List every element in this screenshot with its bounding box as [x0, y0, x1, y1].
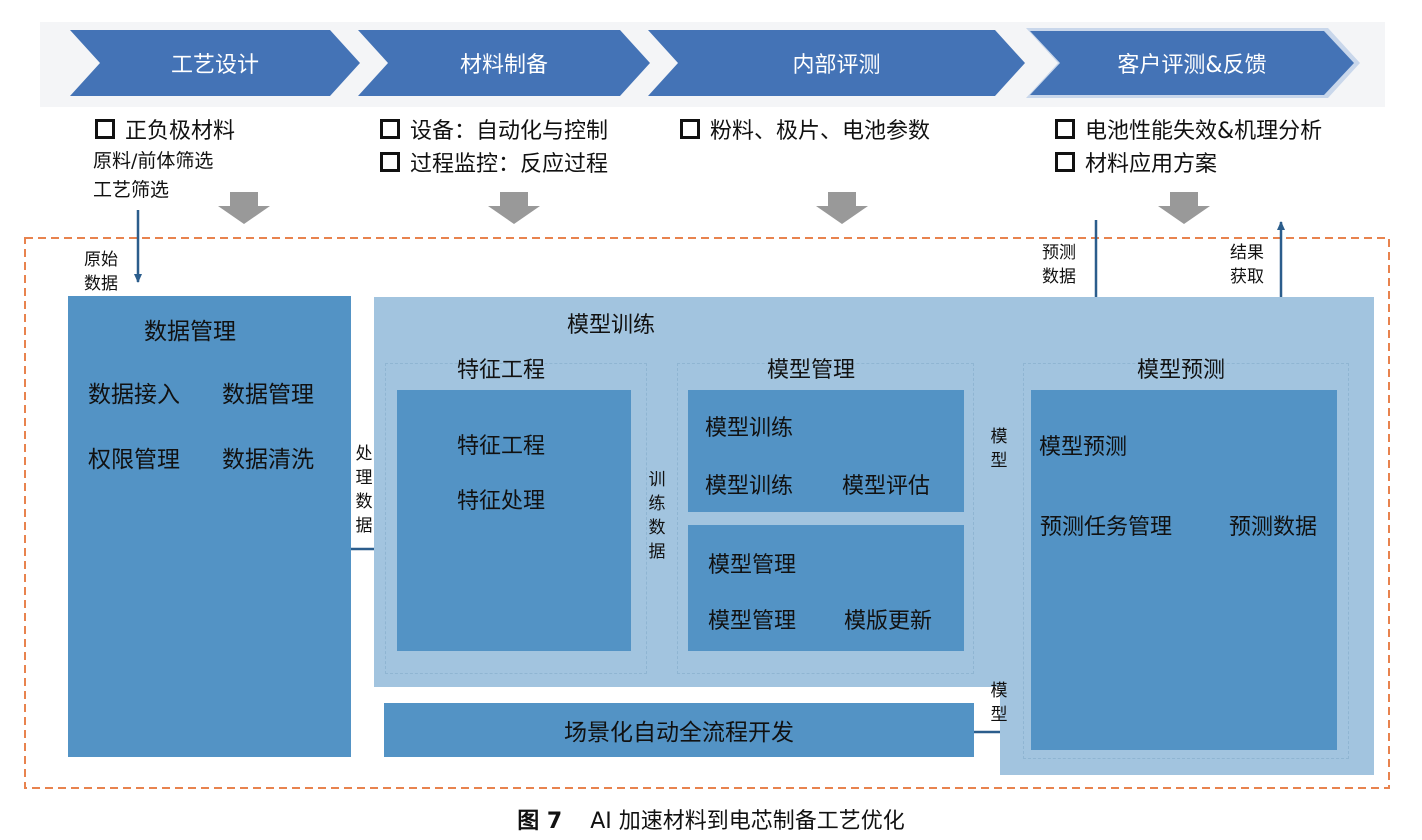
predict-item-data: 预测数据 [1229, 515, 1318, 540]
stage-label-1: 工艺设计 [170, 53, 259, 78]
stage4-bullet-2: 材料应用方案 [1055, 146, 1217, 178]
feature-item-engineering: 特征工程 [457, 434, 546, 459]
checkbox-icon [1055, 119, 1075, 139]
model-label-1: 模型 [990, 427, 1008, 471]
result-fetch-label: 结果获取 [1230, 243, 1264, 287]
model-predict-group [1023, 363, 1349, 759]
data-item-cleaning: 数据清洗 [222, 447, 314, 473]
scenario-bar: 场景化自动全流程开发 [384, 703, 974, 757]
model-train-item-train: 模型训练 [705, 474, 794, 499]
model-manage-item-manage: 模型管理 [708, 609, 797, 634]
data-item-access: 数据接入 [88, 382, 180, 408]
model-train-item-evaluate: 模型评估 [842, 474, 931, 499]
stage3-bullet-1: 粉料、极片、电池参数 [680, 113, 930, 145]
scenario-label: 场景化自动全流程开发 [564, 720, 794, 746]
predict-data-label: 预测数据 [1042, 243, 1076, 287]
model-manage-box [688, 525, 964, 651]
model-manage-box-title: 模型管理 [708, 553, 797, 578]
stage2-bullet-1: 设备：自动化与控制 [380, 113, 608, 145]
checkbox-icon [680, 119, 700, 139]
stage-label-2: 材料制备 [459, 53, 548, 78]
figure-caption: 图 7 AI 加速材料到电芯制备工艺优化 [0, 803, 1422, 835]
data-management-panel [68, 296, 351, 757]
model-predict-group-title: 模型预测 [1137, 358, 1226, 383]
stage1-bullet: 正负极材料 [95, 113, 235, 145]
raw-data-label: 原始数据 [84, 250, 118, 294]
data-item-permission: 权限管理 [88, 447, 180, 473]
stage2-bullet-2-text: 过程监控：反应过程 [410, 152, 609, 177]
data-item-management: 数据管理 [222, 382, 314, 408]
gray-arrow-2 [488, 192, 540, 224]
process-data-label: 处理数据 [355, 444, 373, 536]
data-management-title: 数据管理 [144, 319, 236, 345]
model-management-group [677, 363, 974, 674]
stage1-bullet-text: 正负极材料 [125, 119, 236, 144]
figure-number: 图 7 [517, 809, 563, 834]
figure-title: AI 加速材料到电芯制备工艺优化 [590, 809, 905, 834]
gray-arrow-3 [816, 192, 868, 224]
feature-engineering-group-title: 特征工程 [457, 358, 546, 383]
model-management-group-title: 模型管理 [767, 358, 856, 383]
model-predict-box [1031, 390, 1337, 750]
gray-arrow-4 [1158, 192, 1210, 224]
stage-label-3: 内部评测 [792, 53, 881, 78]
model-label-2: 模型 [990, 681, 1008, 725]
checkbox-icon [380, 119, 400, 139]
stage4-bullet-1: 电池性能失效&机理分析 [1055, 113, 1322, 145]
predict-item-task-management: 预测任务管理 [1040, 515, 1173, 540]
gray-arrow-1 [218, 192, 270, 224]
stage4-bullet-2-text: 材料应用方案 [1085, 152, 1218, 177]
stage-label-4: 客户评测&反馈 [1117, 53, 1267, 78]
stage3-bullet-1-text: 粉料、极片、电池参数 [710, 119, 931, 144]
feature-engineering-group [385, 363, 647, 674]
stage1-line2: 原料/前体筛选 [93, 150, 214, 172]
checkbox-icon [95, 119, 115, 139]
checkbox-icon [1055, 152, 1075, 172]
stage1-line3: 工艺筛选 [93, 179, 170, 201]
model-manage-item-template: 模版更新 [844, 609, 933, 634]
model-predict-box-title: 模型预测 [1039, 435, 1128, 460]
checkbox-icon [380, 152, 400, 172]
train-data-label: 训练数据 [648, 470, 666, 562]
stage4-bullet-1-text: 电池性能失效&机理分析 [1085, 119, 1323, 144]
model-training-title: 模型训练 [567, 313, 656, 338]
stage2-bullet-1-text: 设备：自动化与控制 [410, 119, 609, 144]
stage2-bullet-2: 过程监控：反应过程 [380, 146, 608, 178]
feature-item-processing: 特征处理 [457, 489, 546, 514]
model-train-box-title: 模型训练 [705, 416, 794, 441]
feature-engineering-box [397, 390, 631, 651]
model-train-box [688, 390, 964, 512]
